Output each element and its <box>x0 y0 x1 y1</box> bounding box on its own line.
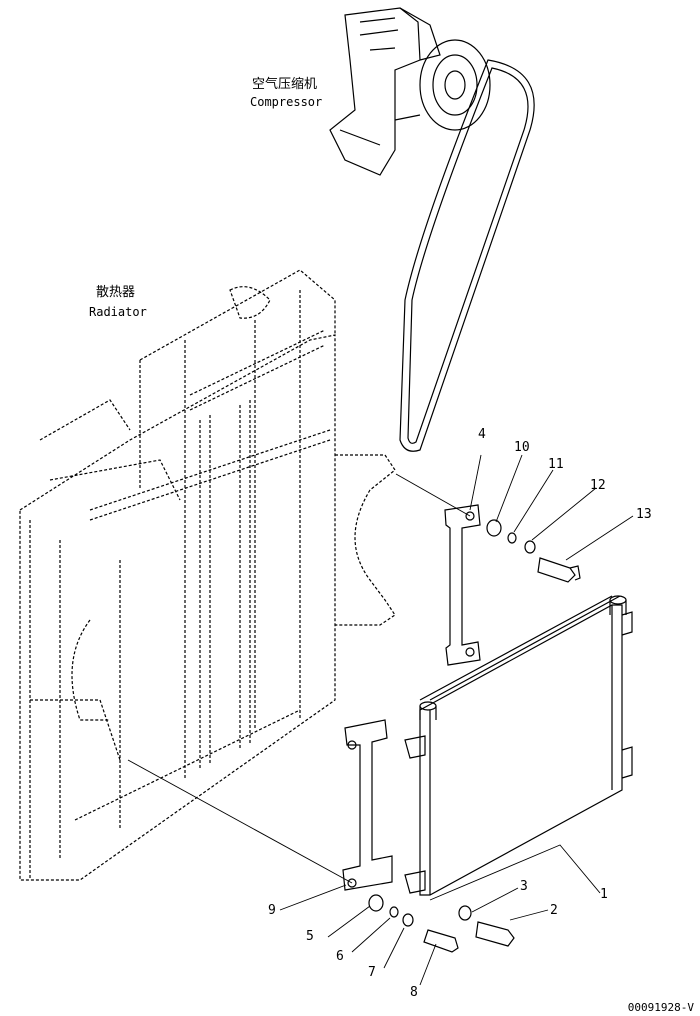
callout-5: 5 <box>306 929 314 944</box>
callout-7: 7 <box>368 965 376 980</box>
hardware-lower <box>368 894 515 953</box>
compressor-drawing <box>329 7 491 176</box>
callout-6: 6 <box>336 949 344 964</box>
hardware-upper <box>486 519 581 583</box>
callout-11: 11 <box>548 457 564 472</box>
callout-12: 12 <box>590 478 606 493</box>
compressor-label-cn: 空气压缩机 <box>252 77 318 92</box>
callout-10: 10 <box>514 440 530 455</box>
leader-lines <box>127 454 634 986</box>
compressor-label-en: Compressor <box>250 95 323 109</box>
callout-3: 3 <box>520 879 528 894</box>
bracket-upper <box>444 504 481 666</box>
condenser-drawing <box>404 595 633 896</box>
radiator-drawing <box>19 269 336 881</box>
document-id: 00091928-V <box>627 1001 694 1014</box>
callout-13: 13 <box>636 507 652 522</box>
radiator-label-en: Radiator <box>89 305 147 319</box>
callout-2: 2 <box>550 903 558 918</box>
callout-9: 9 <box>268 903 276 918</box>
radiator-bracket-drawing <box>335 454 396 626</box>
radiator-label-cn: 散热器 <box>96 285 136 300</box>
callout-1: 1 <box>600 887 608 902</box>
callout-4: 4 <box>478 427 486 442</box>
belt-drawing <box>399 59 535 452</box>
callout-8: 8 <box>410 985 418 1000</box>
bracket-lower <box>342 719 393 891</box>
